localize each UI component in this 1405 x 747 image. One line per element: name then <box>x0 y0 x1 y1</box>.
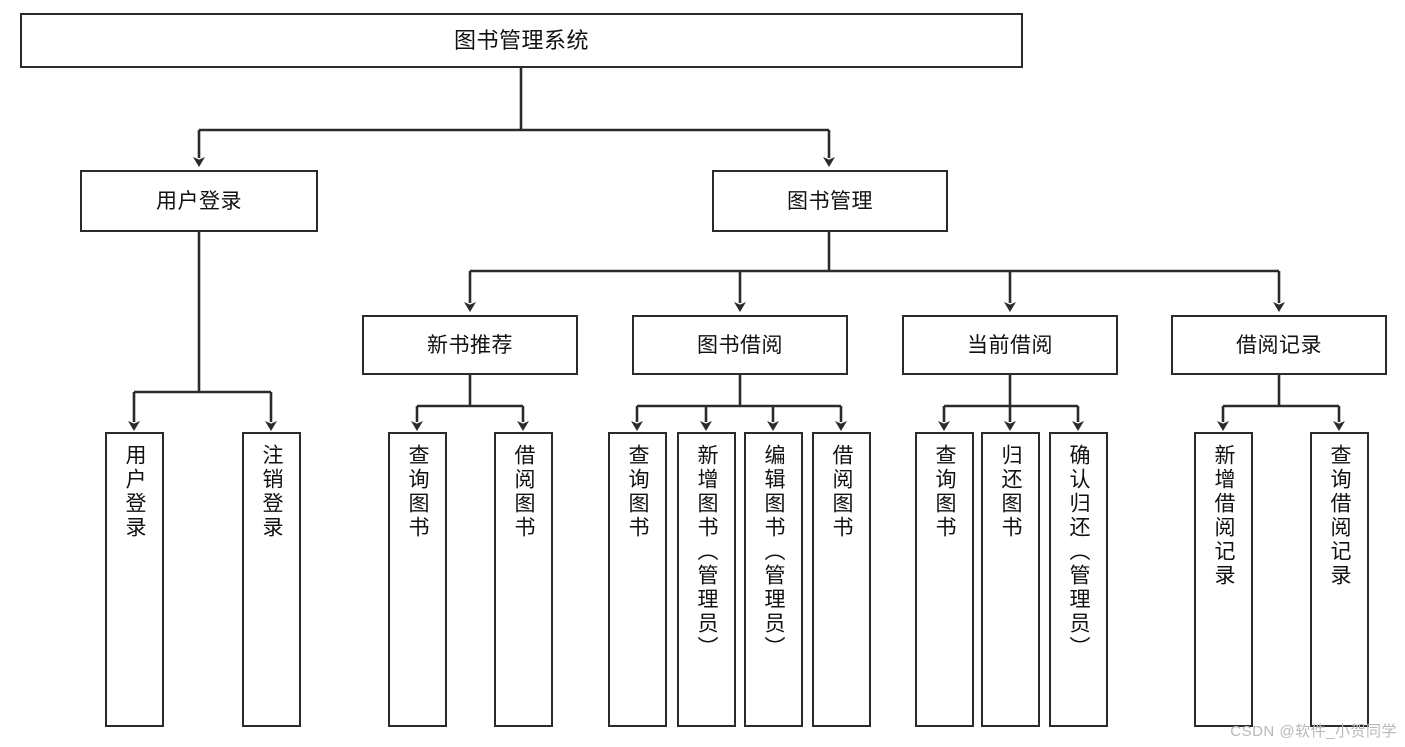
leaf-recommend-query-book[interactable]: 查询图书 <box>388 432 447 727</box>
leaf-current-return-book[interactable]: 归还图书 <box>981 432 1040 727</box>
leaf-borrow-add-book-admin[interactable]: 新增图书（管理员） <box>677 432 736 727</box>
node-label: 归还图书 <box>999 444 1022 540</box>
node-label: 确认归还（管理员） <box>1067 444 1090 660</box>
csdn-watermark: CSDN @软件_小贺同学 <box>1230 723 1397 740</box>
node-label: 借阅图书 <box>830 444 853 540</box>
node-borrow-record[interactable]: 借阅记录 <box>1171 315 1387 375</box>
node-label: 用户登录 <box>123 444 146 540</box>
node-user-login[interactable]: 用户登录 <box>80 170 318 232</box>
leaf-borrow-borrow-book[interactable]: 借阅图书 <box>812 432 871 727</box>
node-label: 图书管理系统 <box>453 27 589 53</box>
node-label: 借阅记录 <box>1236 333 1322 357</box>
node-label: 新增借阅记录 <box>1212 444 1235 588</box>
node-book-management[interactable]: 图书管理 <box>712 170 948 232</box>
leaf-user-login-login[interactable]: 用户登录 <box>105 432 164 727</box>
node-current-borrow[interactable]: 当前借阅 <box>902 315 1118 375</box>
node-label: 编辑图书（管理员） <box>762 444 785 660</box>
node-root-system[interactable]: 图书管理系统 <box>20 13 1023 68</box>
node-book-borrow[interactable]: 图书借阅 <box>632 315 848 375</box>
node-label: 查询图书 <box>406 444 429 540</box>
node-label: 图书借阅 <box>697 333 783 357</box>
leaf-record-query-borrow-record[interactable]: 查询借阅记录 <box>1310 432 1369 727</box>
node-label: 借阅图书 <box>512 444 535 540</box>
node-label: 查询借阅记录 <box>1328 444 1351 588</box>
node-label: 查询图书 <box>626 444 649 540</box>
leaf-borrow-edit-book-admin[interactable]: 编辑图书（管理员） <box>744 432 803 727</box>
node-label: 注销登录 <box>260 444 283 540</box>
leaf-current-query-book[interactable]: 查询图书 <box>915 432 974 727</box>
node-new-book-recommend[interactable]: 新书推荐 <box>362 315 578 375</box>
leaf-user-login-logout[interactable]: 注销登录 <box>242 432 301 727</box>
leaf-current-confirm-return-admin[interactable]: 确认归还（管理员） <box>1049 432 1108 727</box>
node-label: 新书推荐 <box>427 333 513 357</box>
node-label: 当前借阅 <box>967 333 1053 357</box>
leaf-record-add-borrow-record[interactable]: 新增借阅记录 <box>1194 432 1253 727</box>
node-label: 用户登录 <box>156 189 242 213</box>
node-label: 查询图书 <box>933 444 956 540</box>
leaf-borrow-query-book[interactable]: 查询图书 <box>608 432 667 727</box>
node-label: 新增图书（管理员） <box>695 444 718 660</box>
leaf-recommend-borrow-book[interactable]: 借阅图书 <box>494 432 553 727</box>
node-label: 图书管理 <box>787 189 873 213</box>
